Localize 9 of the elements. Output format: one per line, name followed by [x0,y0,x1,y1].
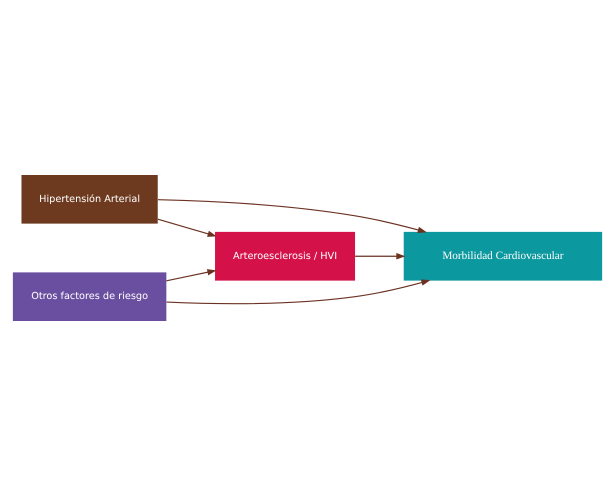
arrow [166,268,217,281]
node-box: Hipertensión Arterial [21,174,158,224]
node-box: Otros factores de riesgo [12,272,166,320]
arrow [158,218,217,236]
arrow [166,278,430,304]
arrow [158,198,427,232]
arrow [355,252,406,259]
node-box: Arteroesclerosis / HVI [215,231,356,280]
node-box: Morbilidad Cardiovascular [404,231,602,280]
